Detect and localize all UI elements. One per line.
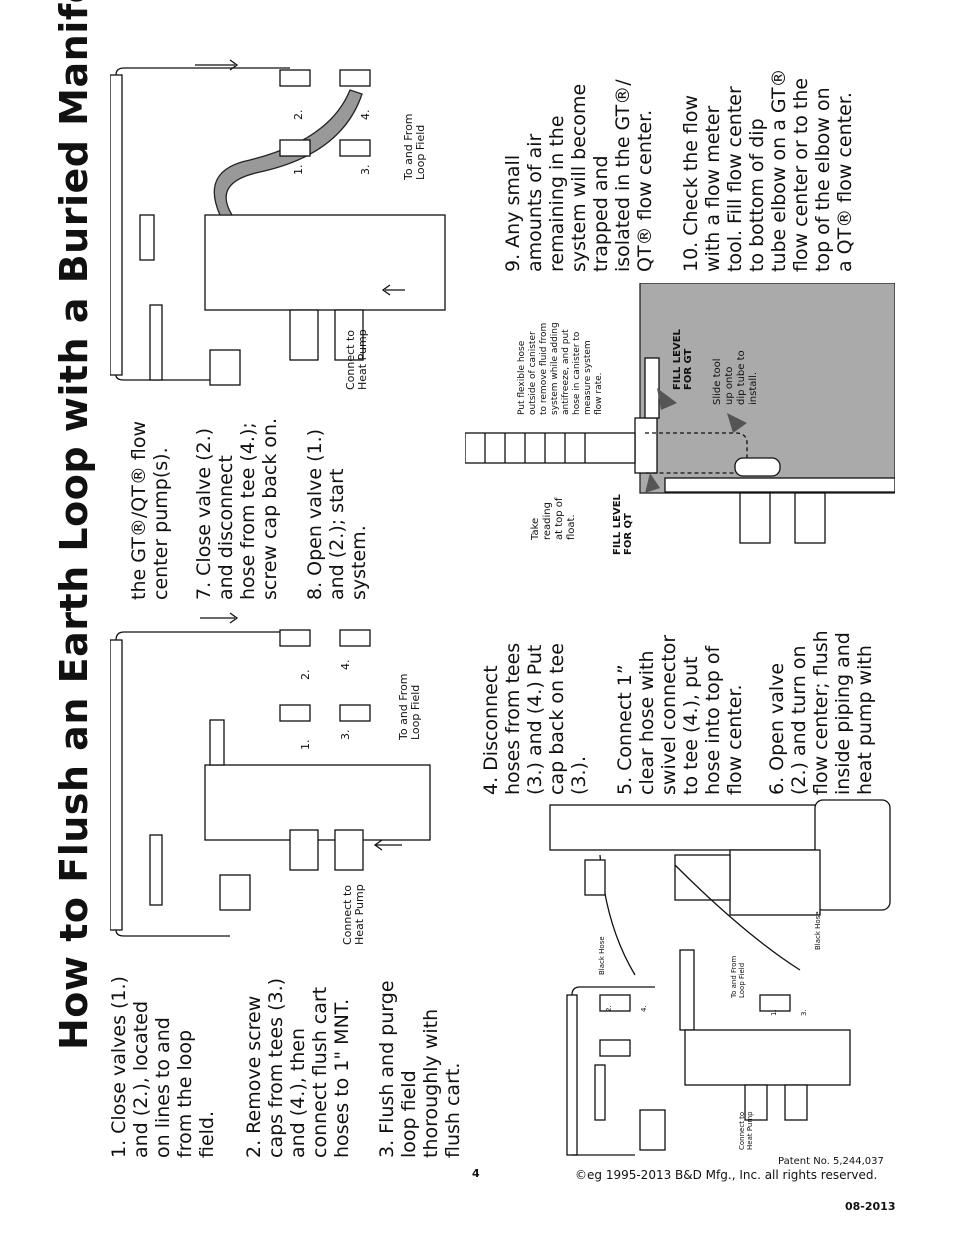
fill-level-qt-label: FILL LEVEL FOR QT [612, 494, 634, 555]
page-title: How to Flush an Earth Loop with a Buried… [52, 0, 96, 1050]
flush-cart-diagram [549, 799, 891, 1156]
diagram-top-loop-field-label: To and From Loop Field [402, 113, 427, 180]
step-2-text: 2. Remove screw caps from tees (3.) and … [243, 977, 353, 1158]
diagram-middle-label-3: 3. [339, 729, 352, 741]
manifold-diagram-middle [110, 612, 431, 937]
diagram-bottom-label-3: 3. [800, 1009, 808, 1016]
step-4-text: 4. Disconnect hoses from tees (3.) and (… [480, 642, 590, 795]
diagram-middle-label-1: 1. [299, 739, 312, 751]
diagram-top-label-3: 3. [359, 164, 372, 176]
patent-number: Patent No. 5,244,037 [778, 1156, 884, 1167]
flow-center-detail [465, 283, 895, 544]
fill-level-gt-label: FILL LEVEL FOR GT [672, 329, 694, 390]
step-5-text: 5. Connect 1” clear hose with swivel con… [614, 634, 746, 795]
step-9-text: 9. Any small amounts of air remaining in… [502, 79, 656, 272]
manifold-diagram-top [110, 59, 446, 386]
diagram-bottom-heat-pump-label: Connect to Heat Pump [738, 1111, 754, 1150]
black-hose-label-left: Black Hose [598, 936, 606, 975]
step-8-text: 8. Open valve (1.) and (2.); start syste… [304, 428, 370, 600]
diagram-middle-label-4: 4. [339, 659, 352, 671]
page-number: 4 [472, 1167, 480, 1180]
diagram-middle-heat-pump-label: Connect to Heat Pump [341, 884, 366, 945]
diagram-top-label-2: 2. [292, 109, 305, 121]
take-reading-note: Take reading at top of float. [530, 497, 577, 540]
step-3-text: 3. Flush and purge loop field thoroughly… [376, 980, 464, 1158]
step-1-text: 1. Close valves (1.) and (2.), located o… [108, 976, 218, 1158]
diagram-bottom-label-2: 2. [605, 1005, 613, 1012]
step-7-text: 7. Close valve (2.) and disconnect hose … [193, 417, 281, 600]
diagram-middle-label-2: 2. [299, 669, 312, 681]
diagram-top-label-4: 4. [359, 109, 372, 121]
black-hose-label-right: Black Hose [814, 911, 822, 950]
diagram-top-heat-pump-label: Connect to Heat Pump [344, 329, 369, 390]
step-10-text: 10. Check the flow with a flow meter too… [680, 68, 856, 272]
diagram-middle-loop-field-label: To and From Loop Field [397, 673, 422, 740]
slide-tool-note: Slide tool up onto dip tube to install. [712, 350, 759, 405]
step-6-text: 6. Open valve (2.) and turn on flow cent… [766, 630, 876, 795]
date-code: 08-2013 [845, 1200, 896, 1213]
put-flexible-hose-note: Put flexible hose outside of canister to… [517, 322, 604, 415]
step-6-continued-text: the GT®/QT® flow center pump(s). [128, 420, 172, 600]
diagram-bottom-loop-field-label: To and From Loop Field [730, 955, 746, 998]
diagram-bottom-label-1: 1. [770, 1009, 778, 1016]
diagram-bottom-label-4: 4. [640, 1005, 648, 1012]
copyright-notice: ©eg 1995-2013 B&D Mfg., Inc. all rights … [575, 1168, 878, 1182]
diagram-top-label-1: 1. [292, 164, 305, 176]
